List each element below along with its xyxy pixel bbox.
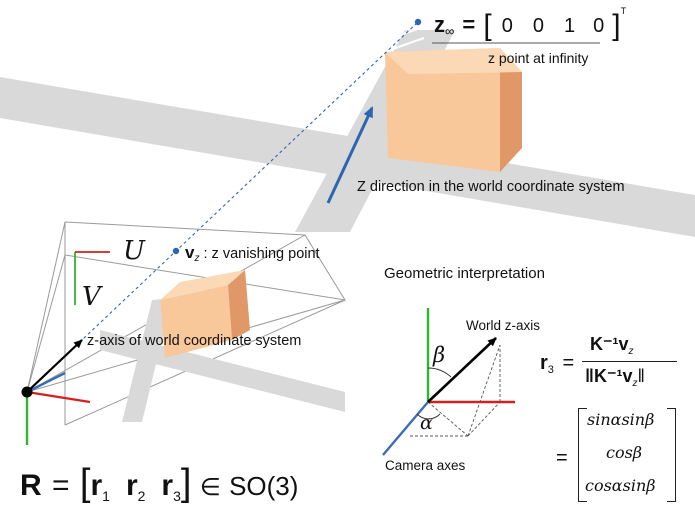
r3-column-entry-1: sinαsinβ [587, 410, 655, 429]
bracket-close: ] [612, 9, 621, 42]
road-markings [371, 27, 425, 56]
rotation-equals: = [52, 469, 70, 502]
z-infinity-caption: z point at infinity [488, 50, 589, 66]
rotation-bracket-close: ] [180, 462, 192, 504]
r3-symbol: r [540, 352, 548, 374]
r3-subscript: 3 [547, 364, 554, 376]
r3-formula: r3 = K⁻¹vz ‖K⁻¹vz‖ = sinαsinβ cosβ cosαs… [540, 330, 690, 502]
vector-entry-3: 1 [563, 15, 576, 37]
r3-numerator: K⁻¹v [590, 334, 629, 354]
rotation-membership: ∈ [199, 474, 221, 501]
rotation-col-2-sub: 2 [137, 488, 146, 504]
beta-label: β [433, 343, 446, 367]
image-axis-v-label: V [82, 282, 101, 312]
z-direction-arrow [326, 106, 374, 204]
alpha-label: α [420, 412, 433, 434]
rotation-bracket-open: [ [79, 462, 91, 504]
camera-axes [21, 339, 91, 445]
z-infinity-subscript: ∞ [445, 23, 455, 39]
r3-column-equals: = [556, 447, 568, 469]
camera-axes-label: Camera axes [385, 458, 466, 473]
vector-entry-1: 0 [501, 15, 513, 37]
world-road-shape [0, 30, 695, 237]
rotation-symbol: R [20, 469, 42, 502]
vector-entry-4: 0 [593, 15, 605, 37]
rotation-col-3: r [161, 469, 174, 502]
r3-column-bracket-left [578, 408, 587, 502]
r3-denominator: ‖K⁻¹v [585, 366, 633, 386]
r3-denominator-sub: z [632, 378, 638, 389]
geometric-interpretation-title: Geometric interpretation [384, 265, 545, 282]
r3-numerator-sub: z [628, 346, 634, 357]
image-road-shape [100, 298, 345, 422]
r3-equals: = [562, 352, 575, 374]
image-axis-u-label: U [123, 236, 145, 266]
z-infinity-equals: = [462, 12, 476, 37]
vanishing-point-label: vz : z vanishing point [185, 243, 320, 264]
image-box [160, 270, 250, 358]
image-axes [74, 251, 110, 305]
vanishing-point-text: : z vanishing point [203, 246, 320, 262]
vanishing-point [172, 247, 180, 255]
world-box [385, 48, 522, 172]
rotation-group: SO(3) [229, 471, 299, 501]
rotation-col-3-sub: 3 [173, 488, 181, 504]
r3-column-entry-3: cosαsinβ [585, 476, 656, 495]
rotation-col-2: r [125, 469, 138, 502]
z-direction-label: Z direction in the world coordinate syst… [357, 179, 625, 195]
geometric-interpretation-diagram [382, 308, 515, 456]
r3-fraction-bar [582, 361, 677, 363]
bracket-open: [ [483, 9, 492, 42]
world-z-label: World z-axis [466, 318, 541, 333]
world-z-axis-label: z-axis of world coordinate system [87, 333, 302, 349]
vanishing-point-subscript: z [194, 253, 200, 264]
transpose-symbol: T [620, 6, 627, 16]
r3-column-entry-2: cosβ [606, 443, 643, 462]
rotation-col-1: r [90, 469, 103, 502]
vanishing-point-symbol: v [185, 243, 195, 262]
vector-entry-2: 0 [532, 15, 544, 37]
r3-column-bracket-right [667, 408, 676, 502]
rotation-col-1-sub: 1 [102, 488, 110, 504]
z-infinity-symbol: z [434, 12, 445, 37]
r3-denominator-close: ‖ [637, 366, 645, 386]
